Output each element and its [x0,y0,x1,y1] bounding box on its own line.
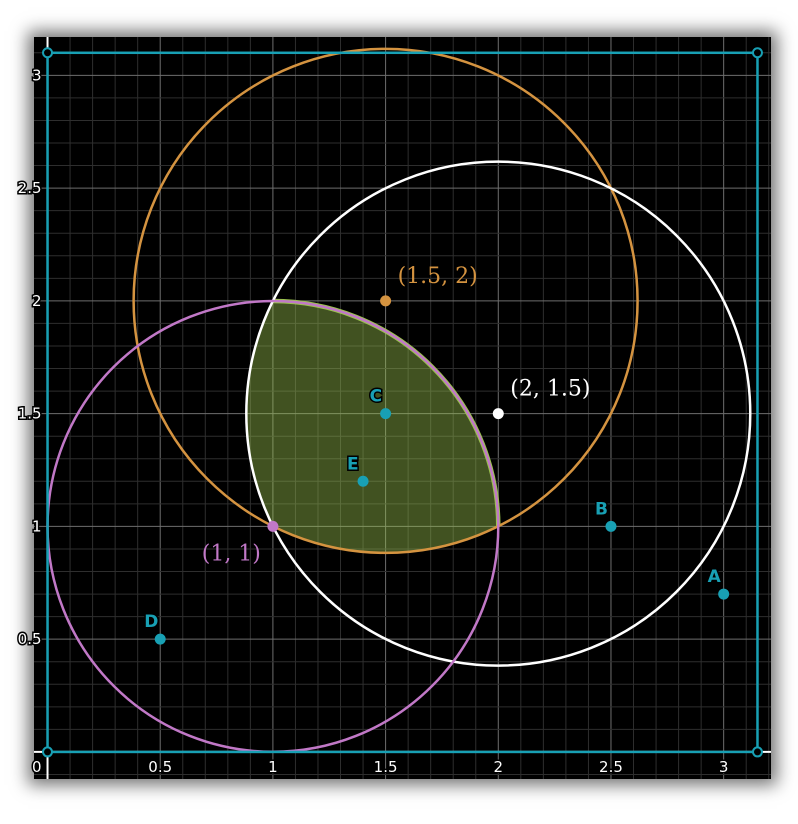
circle-1 [245,160,752,667]
circle-center-label: (2, 1.5) [510,377,590,402]
x-tick-label: 2.5 [599,758,623,776]
point-E [357,475,369,487]
y-tick-label: 2 [32,292,42,310]
point-label-B: B [595,499,608,519]
circle-center-label: (1.5, 2) [398,264,478,289]
x-tick-label: 1 [268,758,278,776]
circle-0 [132,47,639,555]
x-tick-label: 3 [719,758,729,776]
x-tick-label: 0.5 [148,758,172,776]
point-B [605,520,617,532]
point-label-D: D [144,612,158,632]
point-label-A: A [708,567,722,587]
points: (1.5, 2) (2, 1.5) (1, 1) A B C D E [143,264,730,645]
point-A [718,588,730,600]
bounding-rect [46,51,759,754]
grid [34,37,771,779]
y-tick-label: 2.5 [18,179,42,197]
point-label-E: E [347,454,359,474]
rect-corner-handle [42,47,54,59]
rect-corner-handle [751,746,763,758]
point-label-C: C [370,387,382,407]
rect-corner-handle [42,746,54,758]
graph-canvas[interactable]: (1.5, 2) (2, 1.5) (1, 1) A B C D E 0 0.5 1 1.5 2 2.5… [16,37,771,779]
bounding-rectangle [42,47,763,758]
circle-center-point [380,295,392,307]
y-tick-label: 3 [32,66,42,84]
circle-center-point [492,408,504,420]
circle-center-label: (1, 1) [202,541,261,566]
rect-corner-handle [751,47,763,59]
y-tick-label: 0.5 [18,630,42,648]
x-tick-label: 2 [494,758,504,776]
plot-svg: (1.5, 2) (2, 1.5) (1, 1) A B C D E 0 0.5 1 1.5 2 2.5… [16,37,771,779]
point-C [380,408,392,420]
x-tick-label: 1.5 [374,758,398,776]
y-tick-label: 1 [32,517,42,535]
circle-center-point [267,520,279,532]
x-tick-label: 0 [32,758,42,776]
y-tick-label: 1.5 [18,405,42,423]
tick-labels: 0 0.5 1 1.5 2 2.5 3 0.5 1 1.5 2 2.5 3 [16,65,730,778]
point-D [154,633,166,645]
